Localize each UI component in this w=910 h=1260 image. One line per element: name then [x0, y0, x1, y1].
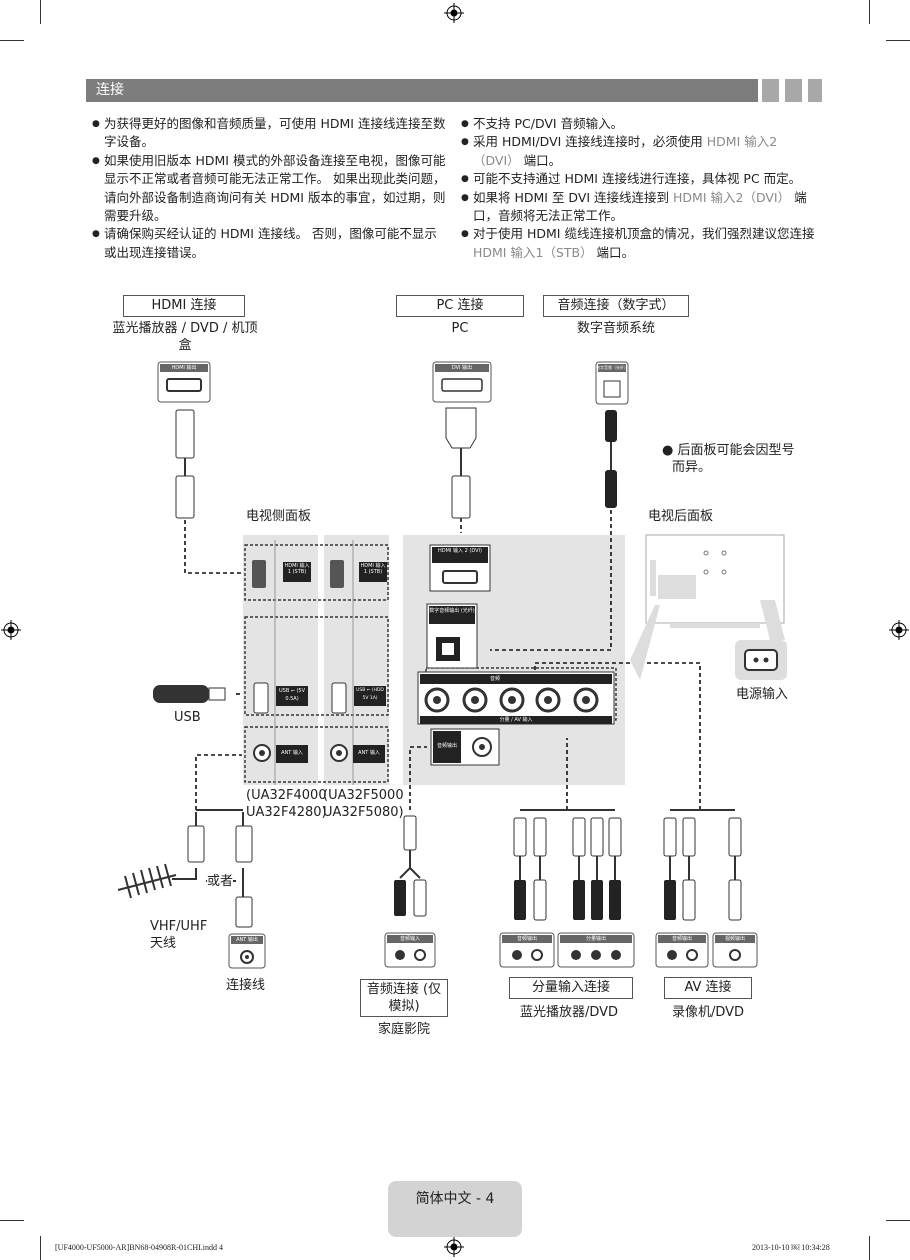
bullet-item: 不支持 PC/DVI 音频输入。 — [461, 115, 817, 134]
crop-mark — [869, 0, 870, 24]
hdmi-in1-label-a: HDMI 输入 1 (STB) — [284, 563, 310, 575]
bullet-item: 对于使用 HDMI 缆线连接机顶盒的情况，我们强烈建议您连接 HDMI 输入1（… — [461, 225, 817, 262]
left-bullet-list: 为获得更好的图像和音频质量，可使用 HDMI 连接线连接至数字设备。 如果使用旧… — [92, 115, 448, 262]
section-title: 连接 — [86, 79, 758, 102]
audio-row-label: 音频 — [489, 676, 500, 682]
bullet-text: 对于使用 HDMI 缆线连接机顶盒的情况，我们强烈建议您连接 — [473, 226, 815, 242]
usb-label: USB — [174, 710, 201, 725]
side-panel-label: 电视侧面板 — [246, 509, 312, 524]
ant-in-label-b: ANT 输入 — [358, 750, 380, 756]
rear-panel-label: 电视后面板 — [648, 509, 714, 524]
model-label-b: (UA32F5000 UA32F5080) — [323, 788, 404, 820]
header-block — [762, 79, 779, 102]
av-connection-title: AV 连接 — [664, 977, 752, 999]
note-text: 后面板可能会因型号而异。 — [672, 443, 795, 475]
right-bullet-list: 不支持 PC/DVI 音频输入。 采用 HDMI/DVI 连接线连接时，必须使用… — [461, 115, 817, 262]
device-video-out-label: 视频输出 — [724, 936, 745, 942]
port-name: HDMI 输入1（STB） — [473, 244, 593, 260]
audio-out-label: 音频输出 — [436, 743, 457, 749]
usb-port-label-a: USB ⭠ (5V 0.5A) — [279, 688, 305, 702]
bullet-item: 如果将 HDMI 至 DVI 连接线连接到 HDMI 输入2（DVI） 端口，音… — [461, 189, 817, 226]
panel-gap — [318, 535, 324, 785]
bullet-item: 采用 HDMI/DVI 连接线连接时，必须使用 HDMI 输入2（DVI） 端口… — [461, 133, 817, 170]
cable-label: 连接线 — [226, 978, 266, 993]
print-date: 2013-10-10 ￼ 10:34:28 — [752, 1243, 830, 1252]
registration-mark-icon — [1, 620, 21, 640]
component-device-label: 蓝光播放器/DVD — [519, 1005, 619, 1020]
file-name: [UF4000-UF5000-AR]BN68-04908R-01CHI.indd… — [55, 1243, 223, 1252]
crop-mark — [886, 40, 910, 41]
ant-in-label-a: ANT 输入 — [281, 750, 303, 756]
component-av-in-label: 分量 / AV 输入 — [499, 717, 533, 723]
device-component-out-label: 分量输出 — [585, 936, 606, 942]
crop-mark — [0, 40, 24, 41]
digital-audio-out-label: 数字音频（光纤） — [596, 365, 628, 370]
header-block — [785, 79, 802, 102]
bullet-text: 不支持 PC/DVI 音频输入。 — [473, 116, 624, 131]
hdmi-connection-title: HDMI 连接 — [123, 295, 245, 317]
registration-mark-icon — [444, 1237, 464, 1257]
registration-mark-icon — [889, 620, 909, 640]
bullet-text: 端口。 — [592, 244, 635, 260]
port-name: HDMI 输入2（DVI） — [473, 134, 778, 168]
analog-audio-connection-title: 音频连接 (仅模拟) — [360, 979, 448, 1017]
bullet-text: 端口。 — [519, 152, 562, 168]
usb-port-label-b: USB ⭠ (HDD 5V 1A) — [356, 688, 384, 701]
digital-audio-connection-title: 音频连接（数字式） — [543, 295, 689, 317]
device-audio-out-label-av: 音频输出 — [671, 936, 692, 942]
rear-panel-note: ● 后面板可能会因型号而异。 — [662, 443, 795, 475]
bullet-item: 可能不支持通过 HDMI 连接线进行连接，具体视 PC 而定。 — [461, 170, 817, 189]
ant-out-label: ANT 输出 — [236, 937, 258, 943]
crop-mark — [886, 1220, 910, 1221]
bullet-text: 采用 HDMI/DVI 连接线连接时，必须使用 — [473, 134, 707, 150]
dvi-out-label: DVI 输出 — [451, 365, 473, 371]
page-number-tab: 简体中文 - 4 — [388, 1181, 522, 1237]
optical-out-label: 数字音频输出 (光纤) — [429, 608, 475, 614]
crop-mark — [40, 0, 41, 24]
pc-connection-title: PC 连接 — [396, 295, 524, 317]
registration-mark-icon — [444, 3, 464, 23]
bullet-text: 端口，音频将无法正常工作。 — [473, 189, 807, 224]
connection-diagram — [117, 361, 787, 969]
device-audio-out-label: 音频输出 — [516, 936, 537, 942]
model-label-a: (UA32F4000 UA32F4280) — [246, 788, 327, 820]
hdmi-device-label: 蓝光播放器 / DVD / 机顶盒 — [112, 321, 258, 353]
component-connection-title: 分量输入连接 — [509, 977, 633, 999]
av-device-label: 录像机/DVD — [671, 1005, 745, 1020]
bullet-item: 请确保购买经认证的 HDMI 连接线。 否则，图像可能不显示或出现连接错误。 — [92, 225, 448, 262]
or-label: 或者 — [207, 873, 234, 890]
crop-mark — [869, 1236, 870, 1260]
bullet-text: 如果将 HDMI 至 DVI 连接线连接到 — [473, 189, 674, 205]
bullet-item: 如果使用旧版本 HDMI 模式的外部设备连接至电视，图像可能显示不正常或者音频可… — [92, 152, 448, 226]
crop-mark — [0, 1220, 24, 1221]
power-input-label: 电源输入 — [736, 687, 789, 702]
hdmi-in2-label: HDMI 输入 2 (DVI) — [438, 548, 482, 554]
crop-mark — [40, 1236, 41, 1260]
port-name: HDMI 输入2（DVI） — [673, 189, 791, 205]
digital-audio-device-label: 数字音频系统 — [576, 321, 655, 336]
pc-device-label: PC — [451, 321, 469, 336]
header-block — [808, 79, 822, 102]
bullet-item: 为获得更好的图像和音频质量，可使用 HDMI 连接线连接至数字设备。 — [92, 115, 448, 152]
hdmi-out-label: HDMI 输出 — [171, 365, 197, 371]
bullet-text: 可能不支持通过 HDMI 连接线进行连接，具体视 PC 而定。 — [473, 171, 802, 187]
home-theater-label: 家庭影院 — [377, 1022, 430, 1037]
hdmi-in1-label-b: HDMI 输入 1 (STB) — [360, 563, 386, 575]
device-audio-in-label: 音频输入 — [399, 936, 420, 942]
antenna-label: VHF/UHF 天线 — [150, 919, 208, 951]
